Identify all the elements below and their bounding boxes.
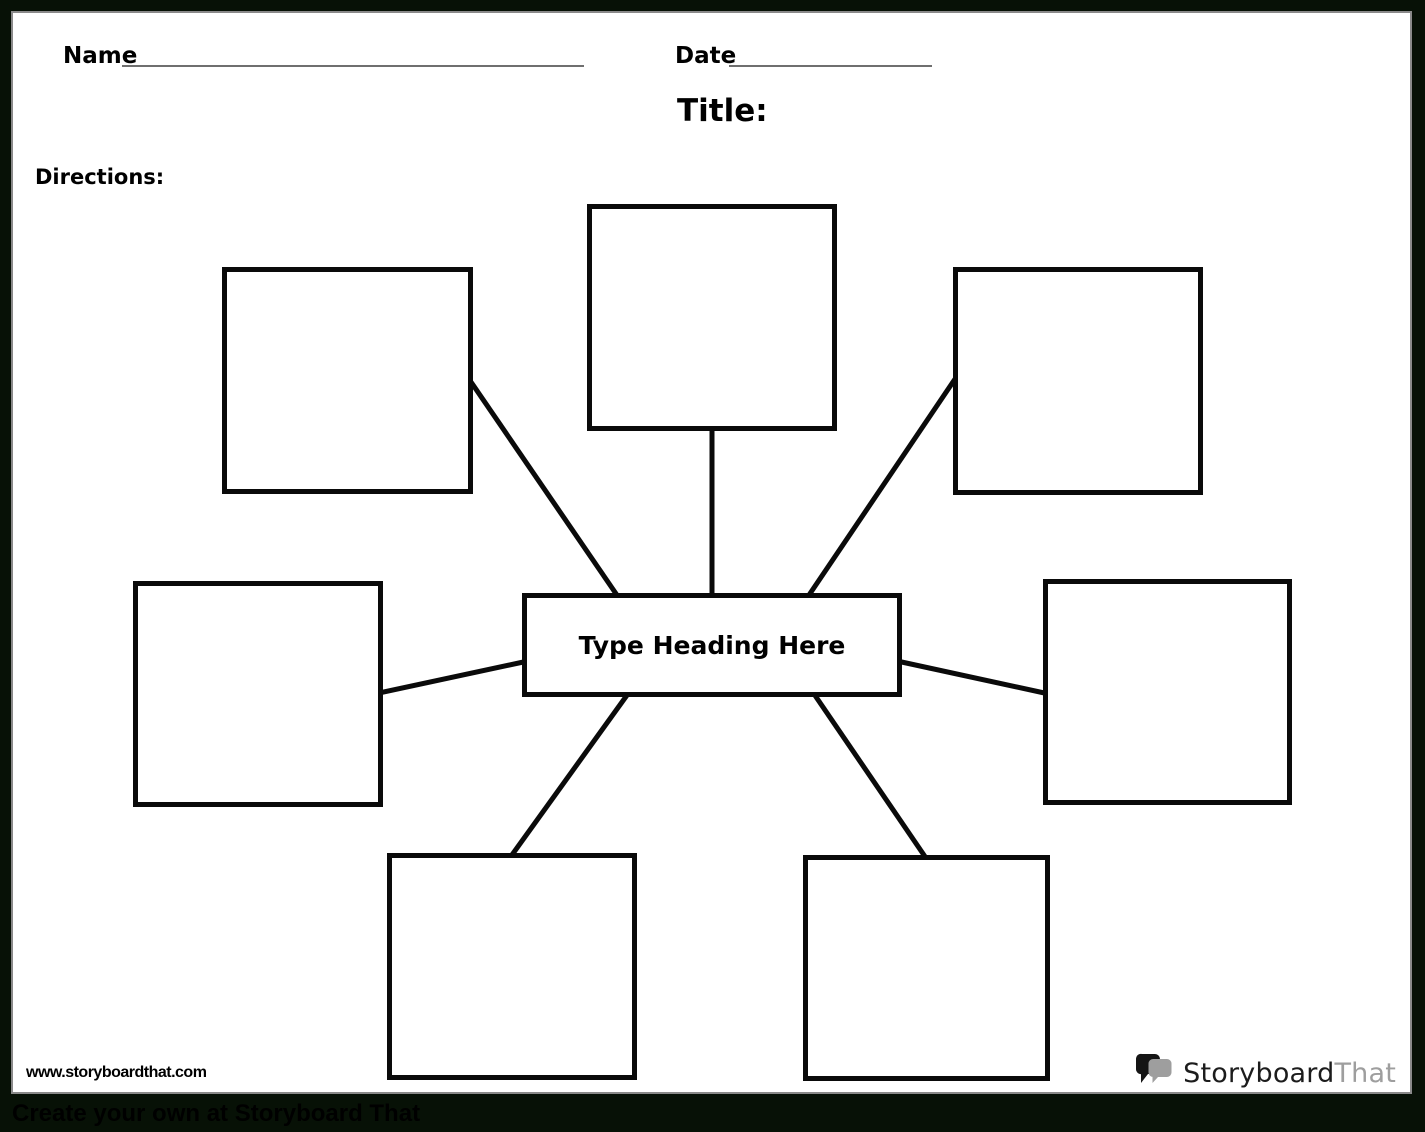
- center-heading-text: Type Heading Here: [578, 630, 846, 660]
- date-label: Date: [675, 43, 737, 69]
- spoke-box-mid-left[interactable]: [133, 581, 383, 807]
- spoke-box-top-left[interactable]: [222, 267, 473, 494]
- worksheet-page: Name Date Title: Directions: Type Headin…: [11, 11, 1412, 1094]
- date-write-line: [729, 65, 932, 67]
- website-url: www.storyboardthat.com: [26, 1064, 207, 1081]
- spoke-box-mid-right[interactable]: [1043, 579, 1292, 805]
- connector-top-left: [468, 380, 624, 603]
- logo-wordmark-secondary: That: [1334, 1057, 1396, 1089]
- connector-bottom-left: [506, 689, 633, 861]
- logo-wordmark-primary: Storyboard: [1183, 1057, 1335, 1089]
- storyboardthat-logo: StoryboardThat: [1136, 1053, 1396, 1093]
- connector-mid-right: [896, 658, 1050, 697]
- connector-bottom-right: [809, 689, 931, 863]
- spoke-box-top-right[interactable]: [953, 267, 1203, 495]
- spoke-box-bottom-right[interactable]: [803, 855, 1050, 1081]
- center-heading-box[interactable]: Type Heading Here: [522, 593, 902, 697]
- name-write-line: [122, 65, 584, 67]
- spoke-box-bottom-left[interactable]: [387, 853, 637, 1080]
- title-label: Title:: [677, 93, 768, 129]
- spoke-box-top-center[interactable]: [587, 204, 837, 431]
- name-label: Name: [63, 43, 138, 69]
- logo-wordmark: StoryboardThat: [1183, 1058, 1396, 1089]
- connector-mid-left: [378, 658, 529, 696]
- promo-text: Create your own at Storyboard That: [12, 1100, 421, 1127]
- connector-top-right: [802, 377, 958, 603]
- directions-label: Directions:: [35, 165, 165, 189]
- speech-bubbles-icon: [1136, 1053, 1176, 1093]
- spider-map-connectors: [378, 377, 1050, 863]
